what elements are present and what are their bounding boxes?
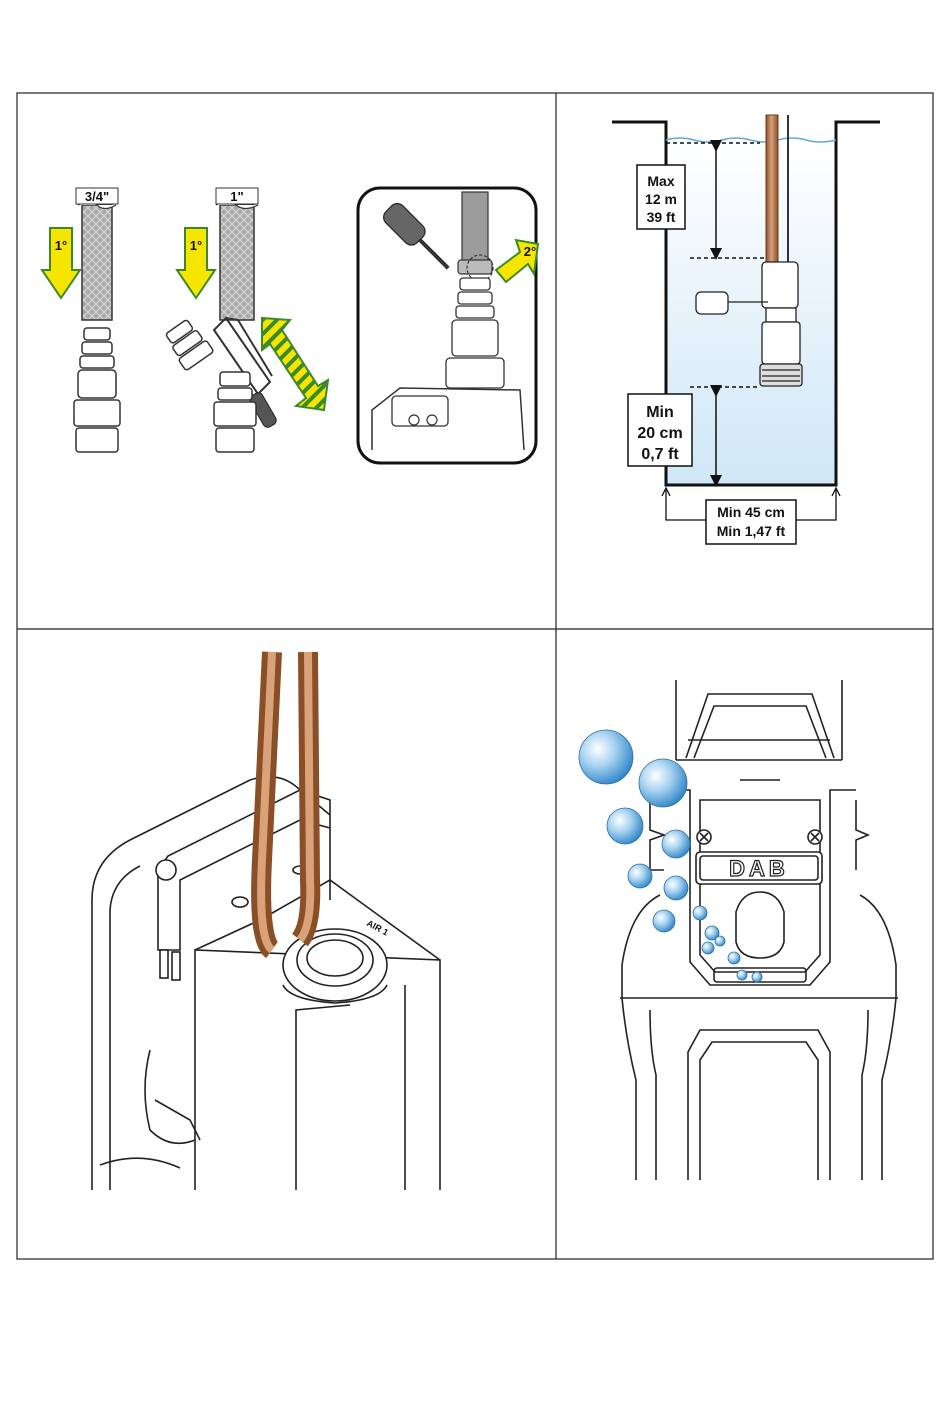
min-width-line-2: Min 1,47 ft (717, 523, 786, 539)
step-label-2: 2° (524, 244, 536, 259)
step-arrow-down-mid: 1° (177, 228, 215, 298)
max-depth-label: Max 12 m 39 ft (637, 165, 685, 229)
min-depth-label: Min 20 cm 0,7 ft (628, 394, 692, 466)
min-depth-line-2: 20 cm (637, 425, 682, 442)
max-depth-line-1: Max (647, 173, 674, 189)
cut-motion-double-arrow (262, 318, 328, 410)
clamp-tighten-inset: 2° (358, 188, 538, 463)
min-depth-line-3: 0,7 ft (641, 446, 679, 463)
hose-adaptor-left (74, 328, 120, 452)
min-width-label: Min 45 cm Min 1,47 ft (706, 500, 796, 544)
min-width-line-1: Min 45 cm (717, 504, 785, 520)
hose-adaptor-mid (214, 372, 256, 452)
min-depth-line-1: Min (646, 404, 674, 421)
max-depth-line-3: 39 ft (647, 209, 676, 225)
hose-large: 1" (216, 188, 258, 320)
panel-installation-dimensions: Max 12 m 39 ft Min 20 cm 0,7 ft Min 45 c… (612, 115, 880, 544)
hose-size-label-small: 3/4" (85, 189, 109, 204)
max-depth-line-2: 12 m (645, 191, 677, 207)
panel-hose-connection: 3/4" 1° 1" 1° (42, 188, 538, 463)
cut-adaptor-piece (162, 317, 214, 371)
step-label-1-left: 1° (55, 238, 67, 253)
step-arrow-down-left: 1° (42, 228, 80, 298)
pump-submerged (760, 262, 802, 386)
brand-logo-text: DAB (729, 856, 789, 881)
hose-size-label-large: 1" (230, 189, 243, 204)
hose-small: 3/4" (76, 188, 118, 320)
step-label-1-mid: 1° (190, 238, 202, 253)
